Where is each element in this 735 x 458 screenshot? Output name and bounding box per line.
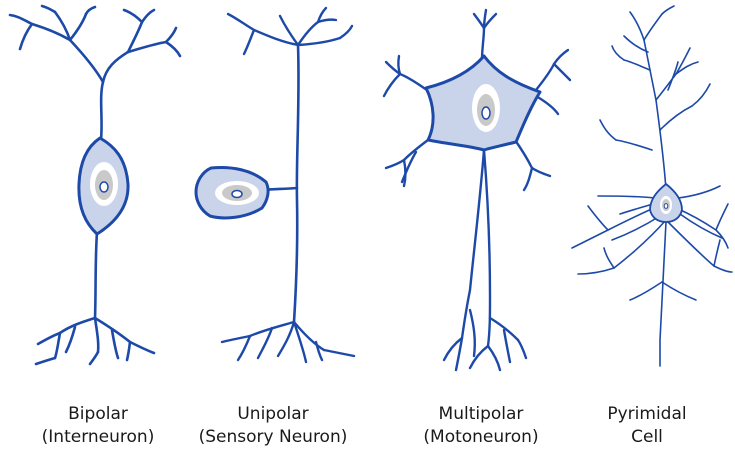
bipolar-label-line2: (Interneuron) <box>8 426 188 449</box>
unipolar-neuron <box>196 8 354 362</box>
pyramidal-label: Pyrimidal Cell <box>557 403 735 449</box>
pyramidal-axon <box>630 222 696 366</box>
unipolar-process <box>263 45 299 322</box>
multipolar-neuron <box>384 10 570 370</box>
bipolar-label: Bipolar (Interneuron) <box>8 403 188 449</box>
pyramidal-neuron <box>572 6 732 366</box>
multipolar-cell-body <box>426 56 540 150</box>
unipolar-label-line1: Unipolar <box>183 403 363 426</box>
multipolar-label: Multipolar (Motoneuron) <box>391 403 571 449</box>
bipolar-cell-body <box>79 138 128 234</box>
bipolar-neuron <box>10 6 180 364</box>
unipolar-label: Unipolar (Sensory Neuron) <box>183 403 363 449</box>
multipolar-axon <box>444 150 526 370</box>
unipolar-top-branches <box>228 8 352 54</box>
pyramidal-label-line1: Pyrimidal <box>557 403 735 426</box>
unipolar-bottom-branches <box>222 322 354 362</box>
multipolar-label-line1: Multipolar <box>391 403 571 426</box>
multipolar-label-line2: (Motoneuron) <box>391 426 571 449</box>
bipolar-label-line1: Bipolar <box>8 403 188 426</box>
bipolar-dendrites <box>10 6 180 140</box>
pyramidal-apical-dendrite <box>600 6 710 190</box>
pyramidal-cell-body <box>650 184 682 222</box>
unipolar-label-line2: (Sensory Neuron) <box>183 426 363 449</box>
unipolar-cell-body <box>196 168 268 218</box>
pyramidal-label-line2: Cell <box>557 426 735 449</box>
bipolar-axon <box>36 232 154 364</box>
